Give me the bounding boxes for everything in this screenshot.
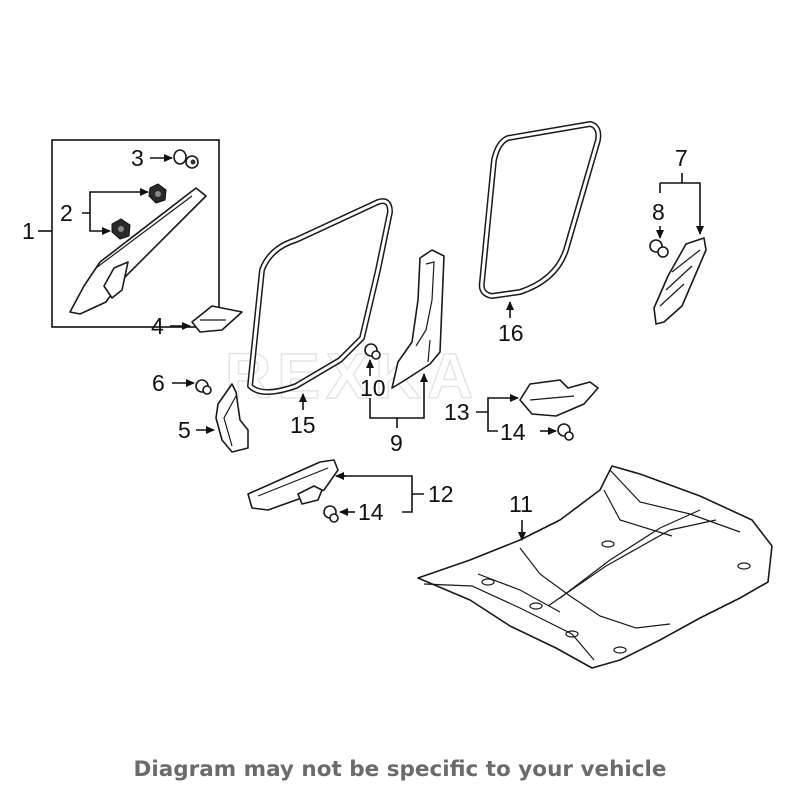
part-3-bolt — [173, 149, 199, 169]
callout-10: 10 — [360, 375, 386, 401]
part-10-bolt — [364, 343, 381, 360]
callout-14-right: 14 — [500, 419, 526, 445]
part-11-floor-carpet — [417, 465, 773, 669]
part-9-b-pillar-trim — [391, 249, 445, 389]
part-13-sill-bracket — [519, 379, 599, 417]
part-16-door-weatherstrip — [478, 121, 602, 299]
callout-4: 4 — [151, 313, 164, 339]
callout-3: 3 — [131, 145, 144, 171]
part-2-clip-lower — [111, 218, 131, 240]
callout-5: 5 — [178, 417, 191, 443]
callout-16: 16 — [498, 320, 524, 346]
part-4-bracket — [191, 305, 243, 333]
part-1-group-box — [51, 139, 220, 328]
callout-7: 7 — [675, 145, 688, 171]
a-pillar-trim — [69, 187, 207, 315]
part-2-clip-upper — [148, 183, 167, 204]
callout-8: 8 — [652, 199, 665, 225]
callout-12: 12 — [428, 481, 454, 507]
callout-11: 11 — [509, 491, 533, 517]
callout-9: 9 — [390, 430, 403, 456]
callout-labels: 1 2 3 4 6 5 15 10 9 16 7 8 13 14 12 14 1… — [22, 145, 688, 525]
part-7-c-pillar-trim — [653, 237, 707, 325]
part-14-bolt-right — [557, 423, 574, 441]
part-5-cover — [215, 383, 249, 453]
part-14-bolt-left — [323, 505, 339, 523]
callout-13: 13 — [444, 399, 470, 425]
leader-lines — [38, 154, 704, 541]
callout-2: 2 — [60, 200, 73, 226]
callout-14-left: 14 — [358, 499, 384, 525]
part-15-door-weatherstrip — [247, 198, 393, 395]
disclaimer-caption: Diagram may not be specific to your vehi… — [133, 757, 667, 782]
part-12-scuff-plate — [247, 459, 339, 511]
callout-15: 15 — [290, 412, 316, 438]
part-8-bolt — [649, 239, 669, 258]
part-6-bolt — [195, 379, 212, 395]
callout-6: 6 — [152, 370, 165, 396]
callout-1: 1 — [22, 218, 35, 244]
